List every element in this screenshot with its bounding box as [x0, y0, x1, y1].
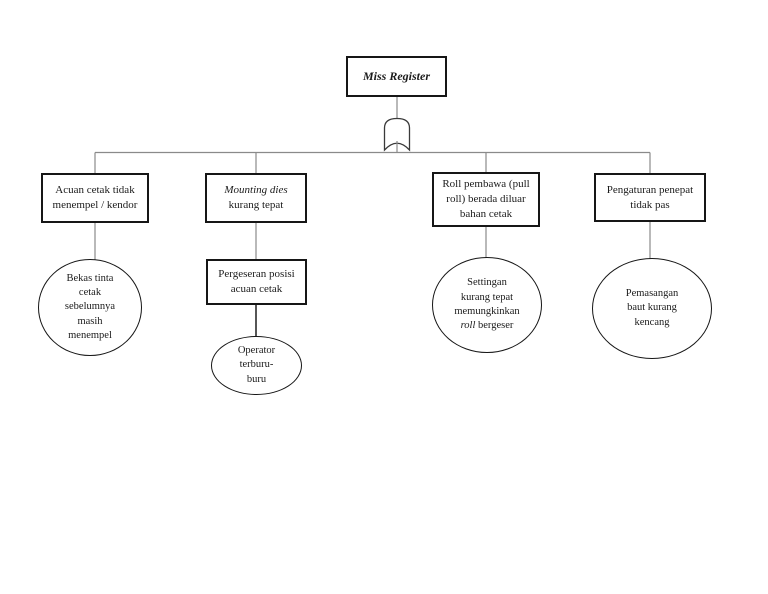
node-label: Mounting dies kurang tepat: [224, 183, 287, 212]
node-roll-pembawa: Roll pembawa (pull roll) berada diluar b…: [432, 172, 540, 227]
or-gate-icon: [383, 117, 411, 152]
node-pergeseran-posisi: Pergeseran posisi acuan cetak: [206, 259, 307, 305]
node-settingan: Settingan kurang tepat memungkinkan roll…: [432, 257, 542, 353]
node-label: Settingan kurang tepat memungkinkan roll…: [454, 276, 519, 333]
node-label: Pemasangan baut kurang kencang: [625, 288, 679, 328]
node-pengaturan-penepat: Pengaturan penepat tidak pas: [594, 173, 706, 222]
node-operator-terburu: Operator terburu- buru: [211, 336, 302, 395]
node-label: Acuan cetak tidak menempel / kendor: [52, 184, 138, 211]
node-label-rest-word: bergeser: [478, 320, 514, 332]
node-mounting-dies: Mounting dies kurang tepat: [205, 173, 307, 223]
node-label: Pengaturan penepat tidak pas: [606, 183, 694, 211]
node-pemasangan-baut: Pemasangan baut kurang kencang: [592, 258, 712, 359]
node-label: Pergeseran posisi acuan cetak: [218, 268, 295, 295]
node-bekas-tinta: Bekas tinta cetak sebelumnya masih menem…: [38, 259, 142, 356]
node-label: Operator terburu- buru: [237, 345, 276, 385]
node-label: Miss Register: [362, 69, 430, 84]
node-acuan-cetak: Acuan cetak tidak menempel / kendor: [41, 173, 149, 223]
node-label: Roll pembawa (pull roll) berada diluar b…: [442, 178, 530, 220]
node-label-line2: kurang tepat: [228, 199, 284, 211]
node-label-italic-word: roll: [460, 320, 476, 332]
node-label: Bekas tinta cetak sebelumnya masih menem…: [64, 272, 116, 341]
node-label-lines: Settingan kurang tepat memungkinkan: [454, 277, 520, 317]
node-label-last-line: roll bergeser: [454, 319, 519, 333]
node-label-italic: Mounting dies: [224, 184, 288, 197]
node-miss-register: Miss Register: [346, 56, 447, 97]
